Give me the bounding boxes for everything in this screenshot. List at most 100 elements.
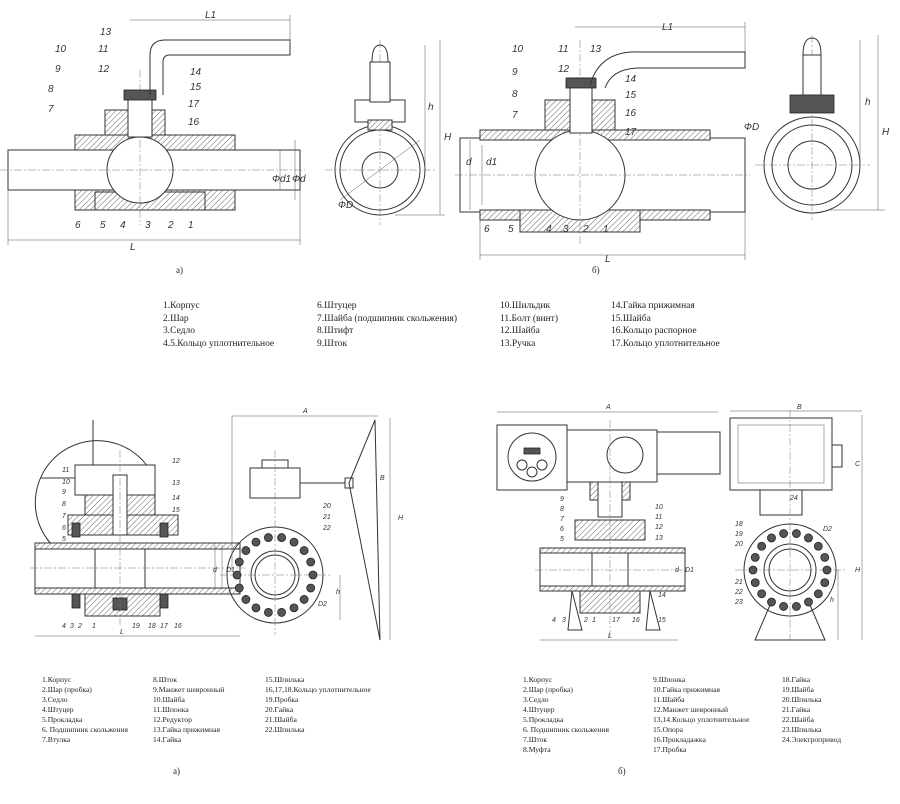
legend-item: 2.Шар [163,313,189,324]
flange-bolt [779,529,788,538]
callout-bb-7: 7 [560,516,565,523]
valve-section-bottom-b [496,411,721,641]
legend-item: 13,14.Кольцо уплотнительное [653,715,750,724]
legend-item: 13.Ручка [500,338,536,349]
valve-section-bottom-a [30,420,245,637]
callout-bb-H: H [855,567,861,574]
legend-item: 5.Прокладка [42,715,83,724]
flange-bolt [779,602,788,611]
callout-bb-L: L [608,633,612,640]
legend-item: 2.Шар (пробка) [42,685,92,694]
callout-ba-22: 22 [322,525,331,532]
callout-bb-D2: D2 [823,526,832,533]
flange-bolt [264,533,273,542]
figure-caption-bottom-a: а) [173,766,180,776]
callout-bb-2: 2 [583,617,588,624]
legend-item: 13.Гайка прижимная [153,725,220,734]
legend-item: 14.Гайка [153,735,182,744]
callout-ba-d: d [213,567,218,574]
callout-ta-7: 7 [48,104,54,115]
callout-bb-17: 17 [612,617,621,624]
legend-item: 16.Прокладажка [653,735,706,744]
flange-bolt [792,529,801,538]
flange-bolt [289,537,299,547]
callout-bb-8: 8 [560,506,564,513]
legend-item: 2.Шар (пробка) [523,685,573,694]
legend-item: 20.Шпилька [782,695,822,704]
callout-ba-9: 9 [62,489,66,496]
callout-ba-20: 20 [322,503,331,510]
legend-item: 15.Опора [653,725,684,734]
legend-item: 1.Корпус [523,675,553,684]
callout-bb-10: 10 [655,504,663,511]
legend-item: 6. Подшипник скольжения [42,725,128,734]
legend-item: 7.Шайба (подшипник скольжения) [317,313,458,324]
callout-tb-1: 1 [603,224,609,235]
callout-bb-14: 14 [658,592,666,599]
callout-tb-L: L [605,254,611,265]
callout-bb-1: 1 [592,617,596,624]
valve-section-top-b [455,22,750,260]
callout-ta-6: 6 [75,220,81,231]
callout-tb-d: d [466,157,472,168]
callout-ba-h: h [336,589,340,596]
callout-bb-21: 21 [734,579,743,586]
legend-item: 1.Корпус [163,301,200,311]
flange-bolt [820,578,830,588]
legend-item: 16.Кольцо распорное [611,326,697,336]
callout-bb-6: 6 [560,526,564,533]
callout-ta-13: 13 [100,27,112,38]
callout-ba-11: 11 [62,467,69,474]
callout-ba-21: 21 [322,514,331,521]
callout-ta-H: H [444,132,452,143]
legend-item: 9.Манжет шевронный [153,685,225,694]
callout-ta-Фd: Фd [292,174,306,185]
flange-bolt [289,603,299,613]
flange-bolt [232,570,242,580]
callout-tb-10: 10 [512,44,524,55]
legend-item: 6. Подшипник скольжения [523,725,609,734]
callout-bb-D1: D1 [685,567,694,574]
callout-ba-3: 3 [70,623,74,630]
flange-bolt [306,583,316,593]
callout-ba-H: H [398,515,404,522]
callout-bb-22: 22 [734,589,743,596]
legend-item: 10.Шильдик [500,301,551,311]
legend-item: 19.Пробка [265,695,299,704]
legend-item: 4.Штуцер [42,705,74,714]
callout-ba-17: 17 [160,623,169,630]
callout-bb-16: 16 [632,617,640,624]
legend-item: 1.Корпус [42,675,72,684]
valve-section-top-a [0,15,305,245]
flange-bolt [820,552,830,562]
callout-tb-15: 15 [625,90,637,101]
callout-ta-8: 8 [48,84,54,95]
flange-bolt [813,589,823,599]
callout-ta-16: 16 [188,117,200,128]
callout-ta-1: 1 [188,220,194,231]
legend-item: 10.Гайка прижимная [653,685,720,694]
callout-ba-D1: D1 [226,567,235,574]
legend-item: 21.Шайба [265,715,297,724]
legend-item: 8.Шток [153,675,178,684]
flange-bolt [234,583,244,593]
legend-item: 3.Седло [163,326,195,336]
callout-bb-3: 3 [562,617,566,624]
callout-tb-8: 8 [512,89,518,100]
callout-ba-13: 13 [172,480,180,487]
callout-ta-9: 9 [55,64,61,75]
legend-item: 10.Шайба [153,695,185,704]
legend-item: 7.Втулка [42,735,71,744]
callout-ba-A: A [302,408,308,415]
callout-bb-20: 20 [734,541,743,548]
legend-item: 12.Шайба [500,326,540,336]
legend-item: 9.Шток [317,338,348,349]
valve-side-bottom-a [220,415,391,641]
valve-side-bottom-b [729,410,863,641]
legend-item: 3.Седло [42,695,68,704]
callout-ba-18: 18 [148,623,156,630]
